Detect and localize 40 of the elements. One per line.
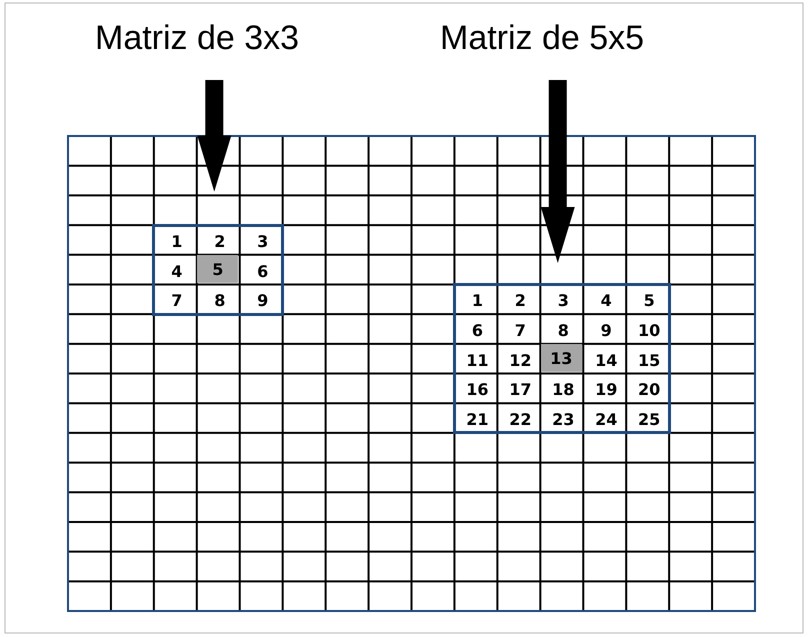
matrix-cell: 6	[241, 256, 284, 286]
matrix-cell: 14	[584, 345, 628, 375]
matrix-outline	[452, 282, 671, 434]
matrix-cell: 19	[584, 375, 628, 405]
matrix-cell: 21	[456, 404, 499, 434]
matrix-cell: 8	[198, 286, 242, 316]
matrix-cell: 10	[628, 316, 671, 346]
matrix-cell: 15	[628, 345, 671, 375]
highlighted-cell: 5	[196, 254, 240, 284]
matrix-cell: 6	[456, 316, 499, 346]
matrix-cell: 1	[155, 226, 198, 256]
matrix-cell: 1	[456, 286, 499, 316]
matrix-cell: 20	[628, 375, 671, 405]
matrix-cell: 18	[542, 375, 585, 405]
matrix-cell: 17	[498, 375, 542, 405]
matrix-cell: 3	[542, 286, 585, 316]
matrix-cell: 9	[584, 316, 628, 346]
matrix-cell: 22	[498, 404, 542, 434]
matrix-cell: 7	[498, 316, 542, 346]
heading: Matriz de 5x5	[440, 18, 644, 58]
matrix-cell: 12	[498, 345, 542, 375]
matrix-cell: 7	[155, 286, 198, 316]
matrix-cell: 9	[241, 286, 284, 316]
matrix-cell: 5	[628, 286, 671, 316]
matrix-cell: 2	[198, 226, 242, 256]
matrix-cell: 11	[456, 345, 499, 375]
matrix-cell: 8	[542, 316, 585, 346]
matrix-cell: 16	[456, 375, 499, 405]
matrix-cell: 3	[241, 226, 284, 256]
matrix-cell: 4	[155, 256, 198, 286]
matrix-outline	[152, 224, 284, 316]
highlighted-cell: 13	[540, 343, 583, 373]
arrow	[197, 80, 232, 192]
matrix-cell: 24	[584, 404, 628, 434]
arrow	[540, 80, 575, 263]
matrix-cell: 25	[628, 404, 671, 434]
matrix-cell: 4	[584, 286, 628, 316]
heading: Matriz de 3x3	[95, 18, 300, 58]
matrix-cell: 23	[542, 404, 585, 434]
matrix-cell: 2	[498, 286, 542, 316]
